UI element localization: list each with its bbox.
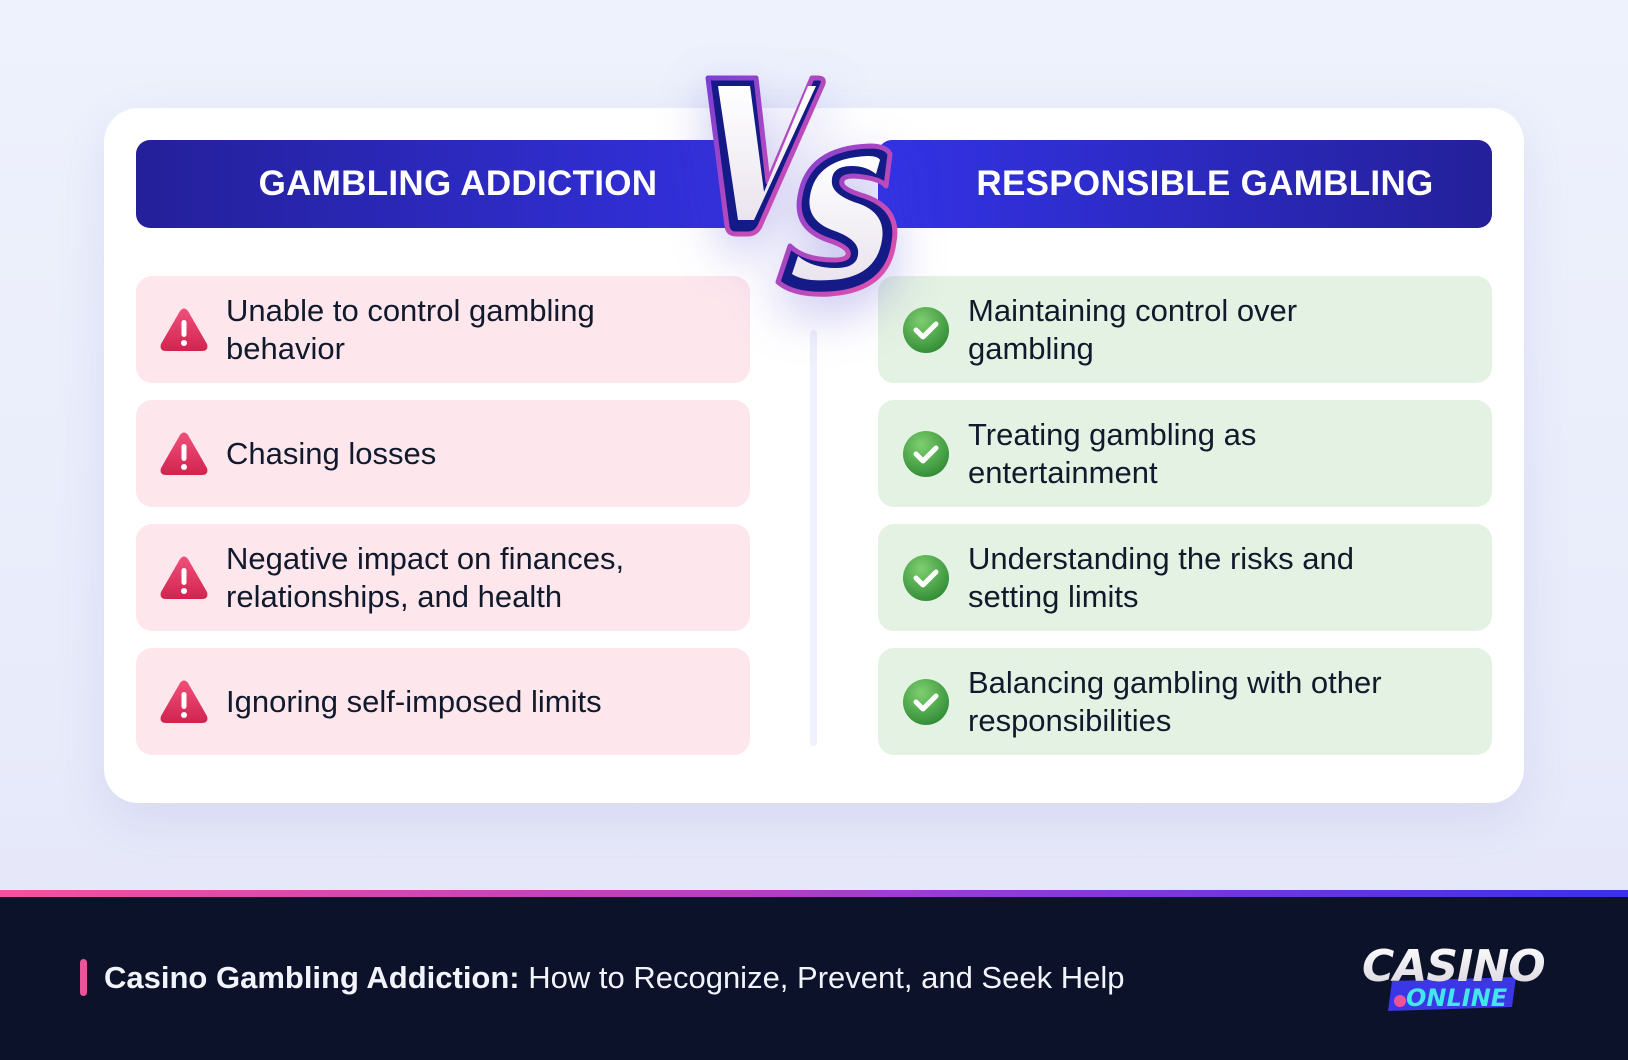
item-text: relationships, and health: [226, 578, 563, 614]
item-text: Maintaining control over: [968, 292, 1298, 328]
warning-triangle-icon: [158, 676, 210, 728]
list-item: Chasing losses: [136, 400, 750, 507]
vs-badge: [694, 70, 924, 310]
header-gambling-addiction: GAMBLING ADDICTION: [136, 140, 750, 228]
header-title: GAMBLING ADDICTION: [258, 164, 658, 203]
warning-triangle-icon: [158, 304, 210, 356]
warning-triangle-icon: [158, 428, 210, 480]
item-text: Negative impact on finances,: [226, 540, 625, 576]
logo-casino-text: CASINO: [1362, 941, 1545, 992]
item-text: behavior: [226, 330, 345, 366]
item-text: setting limits: [968, 578, 1139, 614]
warning-triangle-icon: [158, 552, 210, 604]
check-circle-icon: [900, 428, 952, 480]
item-text: Treating gambling as: [968, 416, 1257, 452]
item-text: Understanding the risks and: [968, 540, 1355, 576]
footer-title-bold: Casino Gambling Addiction:: [104, 960, 520, 995]
item-text: Ignoring self-imposed limits: [226, 683, 602, 719]
header-responsible-gambling: RESPONSIBLE GAMBLING: [878, 140, 1492, 228]
casino-online-logo[interactable]: CASINO ONLINE: [1356, 937, 1566, 1017]
header-title: RESPONSIBLE GAMBLING: [976, 164, 1434, 203]
item-text: Chasing losses: [226, 435, 437, 471]
check-circle-icon: [900, 676, 952, 728]
item-text: Unable to control gambling: [226, 292, 595, 328]
footer-accent-bar: [80, 959, 87, 996]
footer-title: Casino Gambling Addiction: How to Recogn…: [104, 959, 1124, 997]
footer-gradient-line: [0, 890, 1628, 897]
logo-online-text: ONLINE: [1406, 984, 1508, 1012]
list-item: Ignoring self-imposed limits: [136, 648, 750, 755]
item-text: Balancing gambling with other: [968, 664, 1382, 700]
check-circle-icon: [900, 304, 952, 356]
footer-title-rest: How to Recognize, Prevent, and Seek Help: [519, 960, 1125, 995]
check-circle-icon: [900, 552, 952, 604]
list-item: Negative impact on finances,relationship…: [136, 524, 750, 631]
item-text: responsibilities: [968, 702, 1172, 738]
footer: Casino Gambling Addiction: How to Recogn…: [0, 897, 1628, 1060]
item-text: entertainment: [968, 454, 1158, 490]
item-text: gambling: [968, 330, 1094, 366]
column-divider: [810, 330, 817, 746]
